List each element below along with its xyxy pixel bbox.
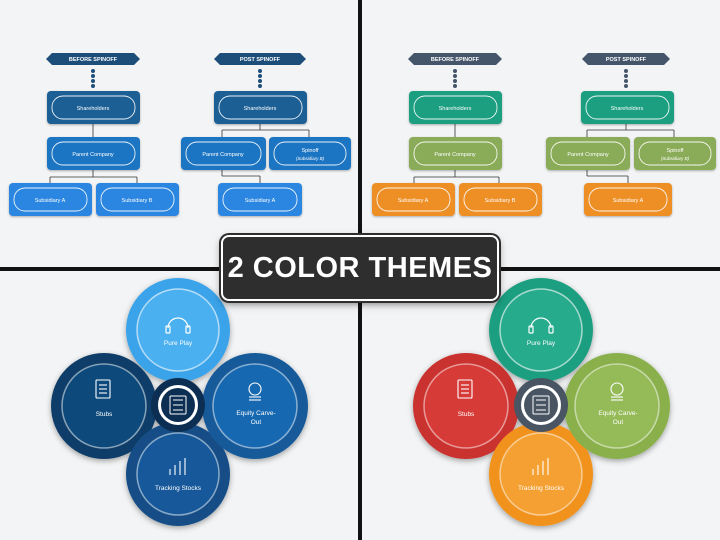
post-parent-company-box — [181, 137, 266, 170]
post-shareholders-label: Shareholders — [244, 106, 277, 112]
headphones-icon — [528, 317, 554, 334]
subsidiary-b-box — [459, 183, 542, 216]
headphones-icon — [165, 317, 191, 334]
shareholders-box — [47, 91, 140, 124]
post-parent-company-box — [546, 137, 630, 170]
post-shareholders-box — [214, 91, 307, 124]
before-spinoff-banner: BEFORE SPINOFF — [408, 53, 502, 65]
post-subsidiary-a-box — [218, 183, 302, 216]
subsidiary-b-label: Subsidiary B — [485, 198, 516, 204]
cycle-diagram-color — [413, 278, 670, 526]
spinoff-box — [269, 137, 351, 170]
equity-carve-out-label-1: Equity Carve- — [236, 410, 275, 417]
subsidiary-a-box — [372, 183, 455, 216]
post-spinoff-label: POST SPINOFF — [240, 57, 281, 63]
subsidiary-a-label: Subsidiary A — [35, 198, 66, 204]
connector-lines — [49, 124, 310, 183]
parent-company-label: Parent Company — [434, 152, 476, 158]
coin-stack-icon — [610, 382, 624, 401]
spinoff-label: Spinoff — [666, 148, 683, 154]
growth-chart-icon — [532, 458, 549, 475]
connector-lines — [413, 124, 675, 183]
equity-carve-out-label-1: Equity Carve- — [598, 410, 637, 417]
center-title-text: 2 COLOR THEMES — [227, 251, 493, 284]
pure-play-label: Pure Play — [164, 340, 193, 347]
spinoff-label: Spinoff — [301, 148, 318, 154]
equity-carve-out-label-2: Out — [251, 419, 262, 426]
shareholders-label: Shareholders — [77, 106, 110, 112]
center-title-banner: 2 COLOR THEMES — [221, 235, 499, 301]
quadrant-top-right — [362, 0, 720, 267]
document-chart-icon — [457, 379, 473, 399]
quadrant-top-left — [0, 0, 358, 267]
spinoff-box — [634, 137, 716, 170]
subsidiary-b-box — [96, 183, 179, 216]
equity-carve-out-circle — [564, 353, 670, 459]
shareholders-label: Shareholders — [439, 106, 472, 112]
subsidiary-a-box — [9, 183, 92, 216]
growth-chart-icon — [169, 458, 186, 475]
post-parent-company-label: Parent Company — [567, 152, 609, 158]
coin-stack-icon — [248, 382, 262, 401]
post-subsidiary-a-box — [584, 183, 672, 216]
parent-company-label: Parent Company — [72, 152, 114, 158]
pure-play-label: Pure Play — [527, 340, 556, 347]
post-spinoff-banner: POST SPINOFF — [214, 53, 306, 65]
spinoff-sub-label: (Subsidiary B) — [296, 156, 325, 161]
parent-company-box — [47, 137, 140, 170]
post-shareholders-box — [581, 91, 674, 124]
post-spinoff-banner: POST SPINOFF — [582, 53, 670, 65]
post-parent-company-label: Parent Company — [202, 152, 244, 158]
equity-carve-out-circle — [202, 353, 308, 459]
pure-play-circle — [126, 278, 230, 382]
post-shareholders-label: Shareholders — [611, 106, 644, 112]
before-spinoff-label: BEFORE SPINOFF — [69, 57, 118, 63]
org-chart-blue: BEFORE SPINOFF POST SPINOFF — [9, 53, 351, 216]
before-spinoff-label: BEFORE SPINOFF — [431, 57, 480, 63]
stubs-circle — [51, 353, 157, 459]
parent-company-box — [409, 137, 502, 170]
dot-chain-icon — [453, 69, 628, 88]
tracking-stocks-label: Tracking Stocks — [155, 485, 202, 492]
stubs-label: Stubs — [458, 411, 475, 418]
subsidiary-a-label: Subsidiary A — [398, 198, 429, 204]
tracking-stocks-label: Tracking Stocks — [518, 485, 565, 492]
tracking-stocks-circle — [489, 422, 593, 526]
post-spinoff-label: POST SPINOFF — [606, 57, 647, 63]
org-chart-color: BEFORE SPINOFF POST SPINOFF — [372, 53, 716, 216]
tracking-stocks-circle — [126, 422, 230, 526]
post-subsidiary-a-label: Subsidiary A — [245, 198, 276, 204]
document-chart-icon — [95, 379, 111, 399]
spinoff-sub-label: (Subsidiary B) — [661, 156, 690, 161]
stubs-label: Stubs — [96, 411, 113, 418]
calculator-icon — [532, 395, 550, 415]
calculator-icon — [169, 395, 187, 415]
stubs-circle — [413, 353, 519, 459]
cycle-diagram-blue — [51, 278, 308, 526]
equity-carve-out-label-2: Out — [613, 419, 624, 426]
shareholders-box — [409, 91, 502, 124]
pure-play-circle — [489, 278, 593, 382]
subsidiary-b-label: Subsidiary B — [122, 198, 153, 204]
dot-chain-icon — [91, 69, 262, 88]
post-subsidiary-a-label: Subsidiary A — [613, 198, 644, 204]
before-spinoff-banner: BEFORE SPINOFF — [46, 53, 140, 65]
